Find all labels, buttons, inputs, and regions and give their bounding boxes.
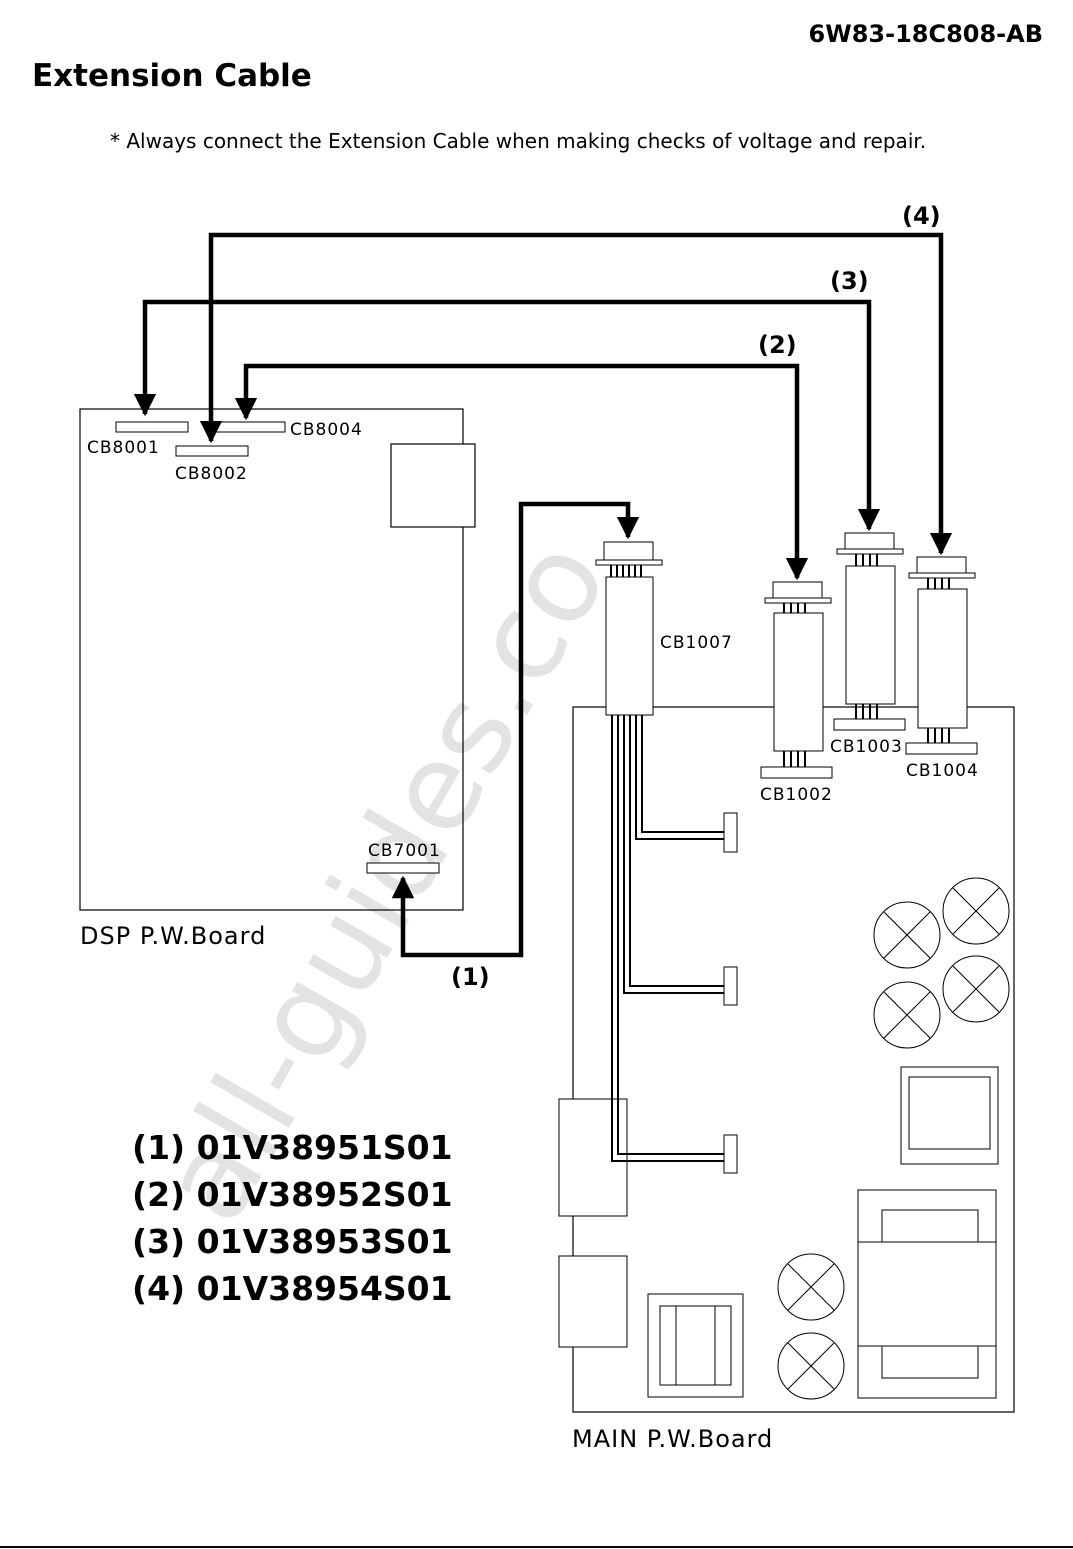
cable-marker-3: (3) [830, 267, 869, 295]
cb8004-connector [213, 422, 285, 432]
cb1004-connector [906, 557, 977, 754]
part-number: 01V38954S01 [197, 1269, 453, 1308]
part-row: (3) 01V38953S01 [132, 1218, 453, 1265]
part-row: (1) 01V38951S01 [132, 1124, 453, 1171]
cable-marker-2: (2) [758, 331, 797, 359]
main-board [559, 707, 1014, 1412]
cb1004-label: CB1004 [906, 761, 979, 781]
cb1003-label: CB1003 [830, 737, 903, 757]
part-marker: (4) [132, 1269, 185, 1308]
cb1002-label: CB1002 [760, 785, 833, 805]
cb1003-connector [834, 533, 905, 730]
part-marker: (1) [132, 1128, 185, 1167]
cb1007-label: CB1007 [660, 633, 733, 653]
part-marker: (3) [132, 1222, 185, 1261]
main-board-label: MAIN P.W.Board [572, 1425, 773, 1453]
cb8002-label: CB8002 [175, 464, 248, 484]
dsp-board-label: DSP P.W.Board [80, 922, 266, 950]
part-number: 01V38952S01 [197, 1175, 453, 1214]
cb7001-connector [367, 863, 439, 873]
cb8001-connector [116, 422, 188, 432]
part-number: 01V38953S01 [197, 1222, 453, 1261]
cb8004-label: CB8004 [290, 420, 363, 440]
part-row: (4) 01V38954S01 [132, 1265, 453, 1312]
part-number: 01V38951S01 [197, 1128, 453, 1167]
part-row: (2) 01V38952S01 [132, 1171, 453, 1218]
cb1002-connector [761, 582, 832, 778]
part-number-list: (1) 01V38951S01 (2) 01V38952S01 (3) 01V3… [132, 1124, 453, 1312]
bottom-divider [0, 1546, 1073, 1548]
cable-marker-1: (1) [451, 963, 490, 991]
cb7001-label: CB7001 [368, 841, 441, 861]
cb8001-label: CB8001 [87, 438, 160, 458]
cable-marker-4: (4) [902, 202, 941, 230]
cb8002-connector [176, 446, 248, 456]
part-marker: (2) [132, 1175, 185, 1214]
